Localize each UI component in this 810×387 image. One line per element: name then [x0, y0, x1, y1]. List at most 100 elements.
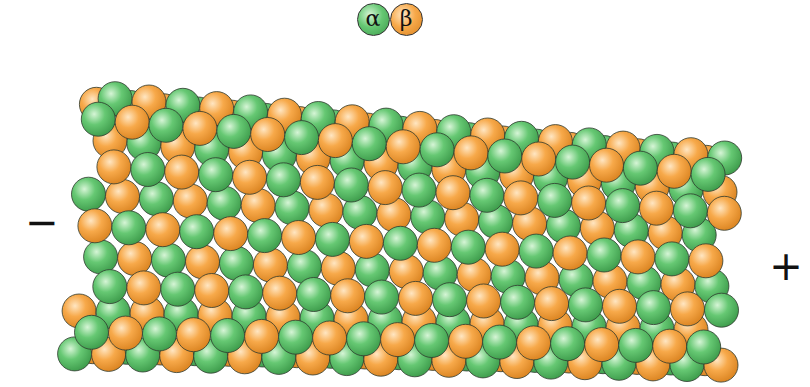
tubulin-symbol: α [366, 8, 381, 30]
alpha-tubulin-sphere [81, 102, 115, 136]
alpha-tubulin-sphere [248, 219, 282, 253]
beta-tubulin-sphere [106, 179, 140, 213]
beta-tubulin-sphere [165, 155, 199, 189]
beta-tubulin-sphere [313, 321, 347, 355]
alpha-tubulin-sphere [655, 242, 689, 276]
beta-tubulin-sphere [621, 240, 655, 274]
alpha-tubulin-sphere [619, 328, 653, 362]
alpha-tubulin-sphere [334, 168, 368, 202]
alpha-tubulin-sphere [217, 114, 251, 148]
alpha-circle: α [357, 3, 390, 36]
beta-tubulin-sphere [300, 165, 334, 199]
alpha-tubulin-sphere [279, 320, 313, 354]
alpha-tubulin-sphere [199, 158, 233, 192]
alpha-tubulin-sphere [352, 127, 386, 161]
plus-end-label: + [769, 246, 803, 286]
beta-tubulin-sphere [467, 284, 501, 318]
beta-tubulin-sphere [331, 279, 365, 313]
alpha-tubulin-sphere [139, 182, 173, 216]
beta-tubulin-sphere [245, 319, 279, 353]
alpha-tubulin-sphere [285, 121, 319, 155]
alpha-tubulin-sphere [131, 153, 165, 187]
beta-tubulin-sphere [449, 324, 483, 358]
minus-end-label: − [25, 202, 59, 242]
alpha-tubulin-sphere [211, 319, 245, 353]
alpha-tubulin-sphere [451, 230, 485, 264]
alpha-tubulin-sphere [316, 222, 350, 256]
alpha-tubulin-sphere [365, 280, 399, 314]
beta-tubulin-sphere [146, 213, 180, 247]
beta-tubulin-sphere [707, 196, 741, 230]
alpha-tubulin-sphere [267, 163, 301, 197]
beta-tubulin-sphere [417, 228, 451, 262]
beta-tubulin-sphere [368, 171, 402, 205]
beta-tubulin-sphere [177, 318, 211, 352]
alpha-tubulin-sphere [587, 238, 621, 272]
alpha-tubulin-sphere [551, 327, 585, 361]
beta-tubulin-sphere [263, 276, 297, 310]
beta-tubulin-sphere [657, 154, 691, 188]
alpha-tubulin-sphere [420, 133, 454, 167]
beta-tubulin-sphere [572, 186, 606, 220]
alpha-tubulin-sphere [297, 278, 331, 312]
beta-tubulin-sphere [585, 328, 619, 362]
beta-tubulin-sphere [399, 281, 433, 315]
alpha-tubulin-sphere [433, 283, 467, 317]
beta-tubulin-sphere [653, 329, 687, 363]
beta-tubulin-sphere [436, 176, 470, 210]
alpha-tubulin-sphere [488, 139, 522, 173]
beta-tubulin-sphere [214, 217, 248, 251]
alpha-tubulin-sphere [623, 151, 657, 185]
beta-tubulin-sphere [454, 136, 488, 170]
beta-tubulin-sphere [78, 209, 112, 243]
alpha-tubulin-sphere [402, 173, 436, 207]
tubulin-lattice [58, 82, 742, 382]
beta-tubulin-sphere [251, 118, 285, 152]
beta-tubulin-sphere [386, 130, 420, 164]
alpha-tubulin-sphere [143, 317, 177, 351]
alpha-tubulin-sphere [93, 270, 127, 304]
alpha-tubulin-sphere [687, 330, 721, 364]
alpha-tubulin-sphere [415, 324, 449, 358]
alpha-tubulin-sphere [691, 157, 725, 191]
beta-tubulin-sphere [553, 236, 587, 270]
beta-tubulin-sphere [195, 274, 229, 308]
alpha-tubulin-sphere [569, 288, 603, 322]
alpha-tubulin-sphere [637, 291, 671, 325]
beta-tubulin-sphere [485, 232, 519, 266]
alpha-tubulin-sphere [161, 272, 195, 306]
beta-tubulin-sphere [671, 292, 705, 326]
alpha-tubulin-sphere [470, 178, 504, 212]
alpha-tubulin-sphere [556, 145, 590, 179]
tubulin-symbol: β [400, 8, 413, 30]
alpha-tubulin-sphere [180, 215, 214, 249]
beta-tubulin-sphere [517, 326, 551, 360]
beta-circle: β [390, 3, 423, 36]
alpha-tubulin-sphere [112, 211, 146, 245]
beta-tubulin-sphere [590, 148, 624, 182]
beta-tubulin-sphere [282, 221, 316, 255]
beta-tubulin-sphere [640, 191, 674, 225]
beta-tubulin-sphere [522, 142, 556, 176]
alpha-tubulin-sphere [501, 285, 535, 319]
beta-tubulin-sphere [233, 160, 267, 194]
alpha-tubulin-sphere [75, 315, 109, 349]
beta-tubulin-sphere [381, 323, 415, 357]
beta-tubulin-sphere [97, 150, 131, 184]
alpha-tubulin-sphere [72, 177, 106, 211]
beta-tubulin-sphere [118, 242, 152, 276]
alpha-tubulin-sphere [538, 183, 572, 217]
alpha-tubulin-sphere [705, 293, 739, 327]
beta-tubulin-sphere [115, 105, 149, 139]
alpha-tubulin-sphere [519, 234, 553, 268]
alpha-tubulin-sphere [84, 240, 118, 274]
alpha-tubulin-sphere [229, 275, 263, 309]
beta-tubulin-sphere [689, 244, 723, 278]
beta-tubulin-sphere [109, 316, 143, 350]
alpha-tubulin-sphere [606, 189, 640, 223]
beta-tubulin-sphere [603, 289, 637, 323]
beta-tubulin-sphere [318, 124, 352, 158]
beta-tubulin-sphere [504, 181, 538, 215]
alpha-tubulin-sphere [483, 325, 517, 359]
